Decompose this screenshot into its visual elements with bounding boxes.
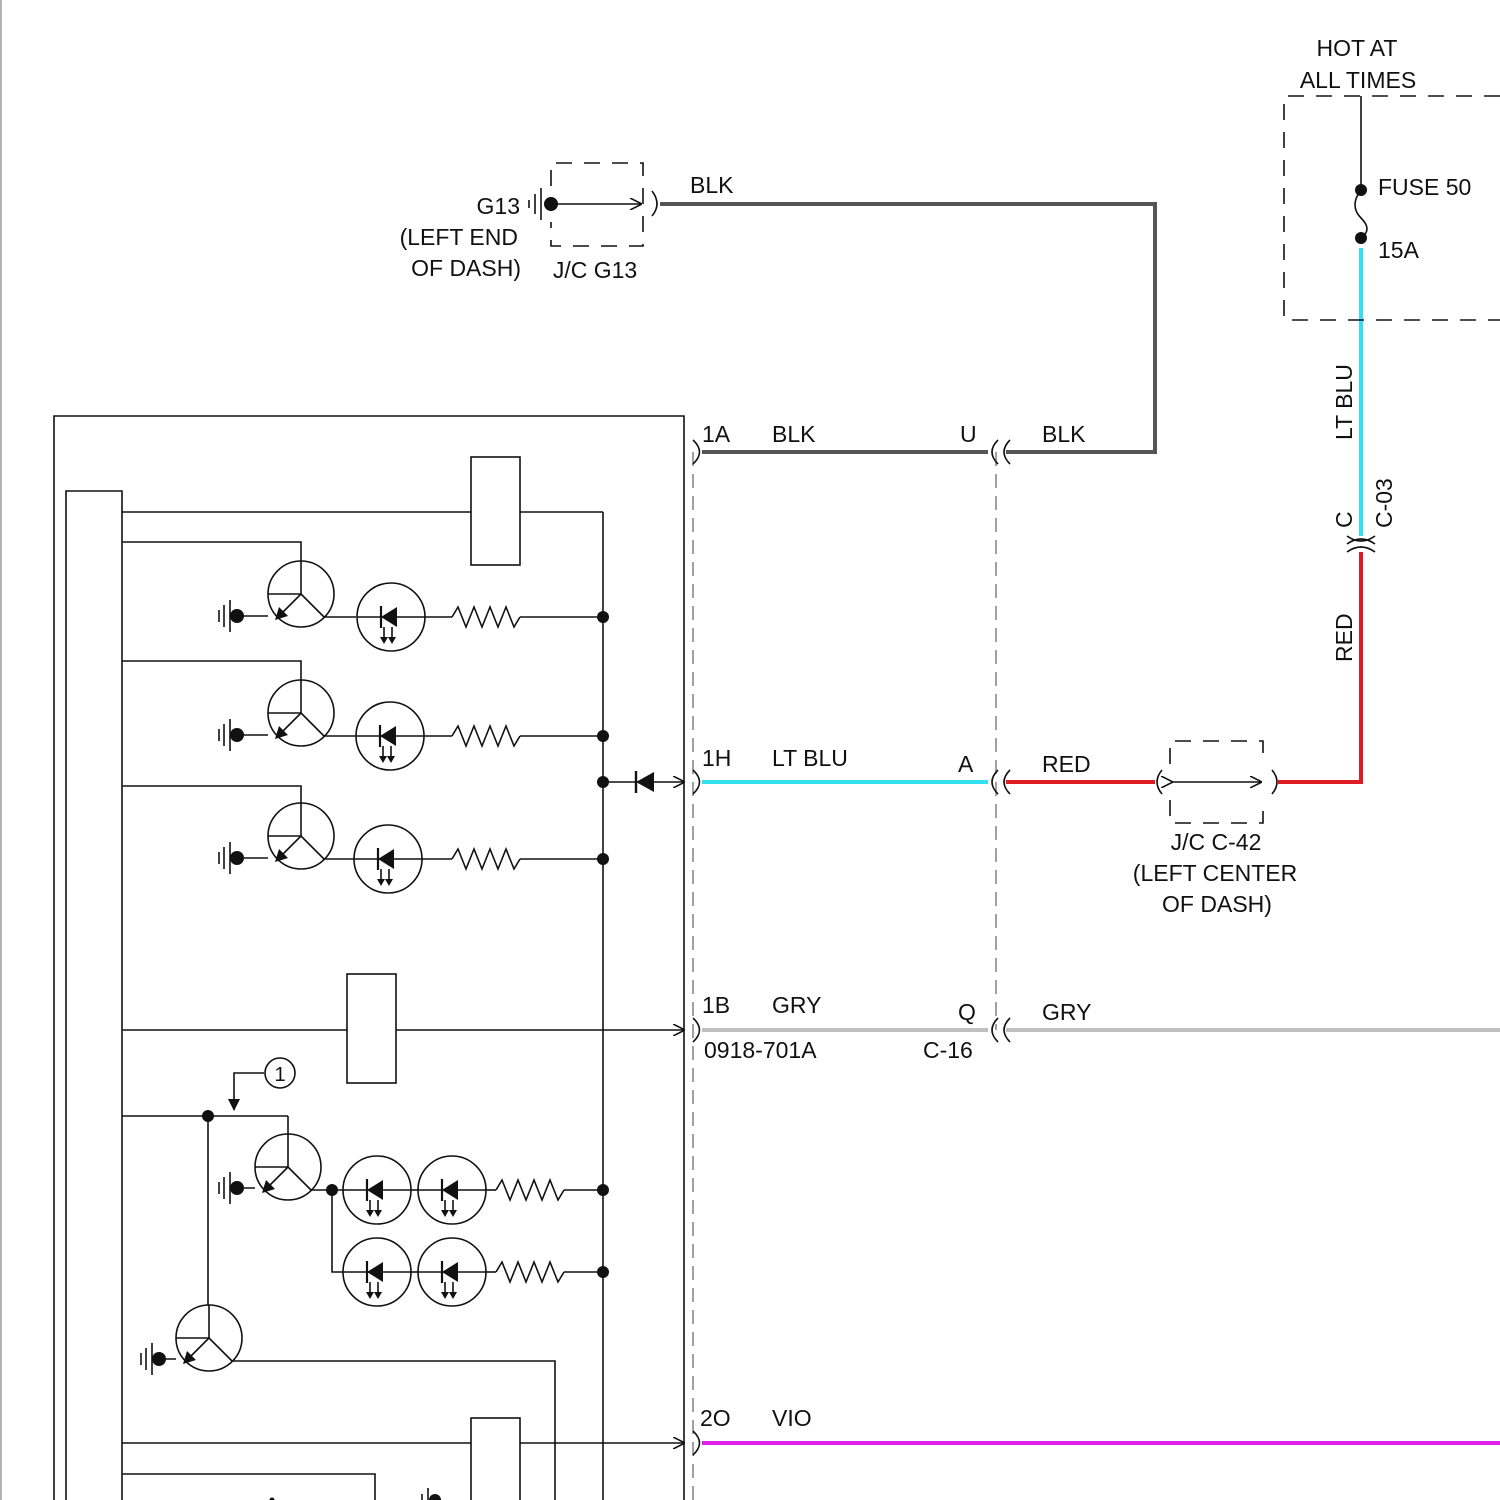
blk-right-label: BLK [1042,421,1086,447]
jc-c42-block: J/C C-42 (LEFT CENTER OF DASH) [1133,741,1297,917]
led-icon [343,1156,411,1224]
jc-c42-label: J/C C-42 [1171,829,1262,855]
connector-c16-label: C-16 [923,1037,973,1063]
blk-1a-label: BLK [772,421,816,447]
instrument-cluster: 1 [54,416,684,1500]
diode-icon [636,771,654,793]
connector-icon [1347,536,1375,552]
wire-blk-ground [660,204,1155,452]
callout-1-label: 1 [274,1064,285,1086]
red-vertical-label: RED [1331,613,1357,662]
pin-a-label: A [958,751,974,777]
led-icon [418,1238,486,1306]
pin-c-label: C [1331,511,1357,528]
pin-u-label: U [960,421,977,447]
jc-g13-label: J/C G13 [553,257,637,283]
g13-ground-block: G13 (LEFT END OF DASH) J/C G13 BLK [400,163,735,283]
resistor-icon [496,1180,564,1200]
fuse-block: HOT AT ALL TIMES FUSE 50 15A [1284,35,1500,320]
resistor-icon [452,607,520,627]
gry-1b-label: GRY [772,992,821,1018]
pin-2o-label: 2O [700,1405,731,1431]
fuse-rating-label: 15A [1378,237,1420,263]
connector-c03-label: C-03 [1371,478,1397,528]
jc-c42-location-line1: (LEFT CENTER [1133,860,1297,886]
red-a-label: RED [1042,751,1091,777]
relay-block [471,457,520,565]
g13-label: G13 [477,193,520,219]
vio-2o-label: VIO [772,1405,812,1431]
wire-lt-blu-fuse [702,248,1361,782]
led-icon [357,583,425,651]
resistor-icon [496,1262,564,1282]
callout-1: 1 [234,1058,295,1110]
pin-q-label: Q [958,999,976,1025]
relay-block [471,1418,520,1500]
led-icon [343,1238,411,1306]
pin-1b-label: 1B [702,992,730,1018]
gry-right-label: GRY [1042,999,1091,1025]
led-icon [356,702,424,770]
wire-red [1006,552,1361,782]
lt-blu-1h-label: LT BLU [772,745,848,771]
fuse-icon [1355,184,1367,244]
pin-1h-label: 1H [702,745,731,771]
resistor-icon [452,726,520,746]
relay-block [347,974,396,1083]
lt-blu-vertical-label: LT BLU [1331,364,1357,440]
blk-top-label: BLK [690,172,734,198]
part-number-label: 0918-701A [704,1037,817,1063]
pin-1a-label: 1A [702,421,731,447]
hot-at-label: HOT AT [1317,35,1398,61]
g13-location-line1: (LEFT END [400,224,518,250]
g13-location-line2: OF DASH) [411,255,521,281]
connector-icon [693,440,1010,1455]
all-times-label: ALL TIMES [1300,67,1416,93]
led-icon [354,825,422,893]
led-icon [418,1156,486,1224]
fuse-name-label: FUSE 50 [1378,174,1471,200]
jc-c42-location-line2: OF DASH) [1162,891,1272,917]
resistor-icon [452,849,520,869]
